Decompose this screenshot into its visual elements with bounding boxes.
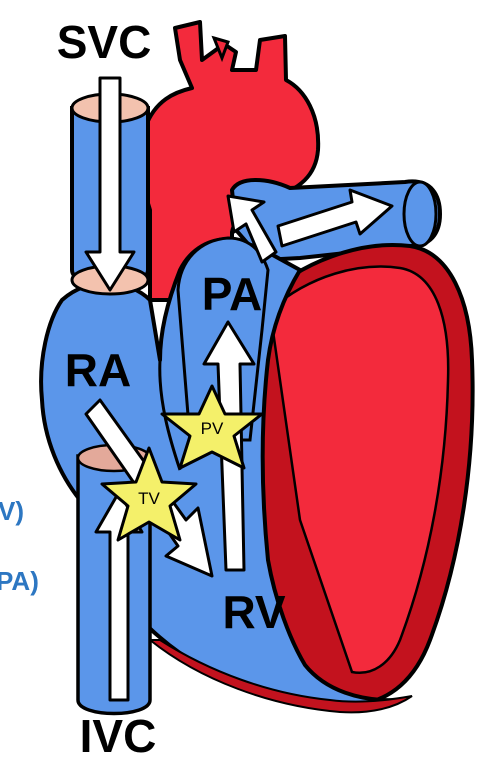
flow-arrow-icon xyxy=(276,188,394,248)
pv-label: PV xyxy=(201,419,224,438)
rv-label: RV xyxy=(222,586,285,638)
side-text-line-2: PA) xyxy=(0,566,39,596)
tricuspid-valve: TV xyxy=(100,446,198,542)
pa-label: PA xyxy=(202,268,263,320)
superior-vena-cava xyxy=(70,92,150,296)
ra-label: RA xyxy=(65,344,131,396)
svc-label: SVC xyxy=(57,16,152,68)
valve-star-icon xyxy=(160,384,264,470)
flow-arrow-icon xyxy=(226,194,278,264)
valve-star-icon xyxy=(100,446,198,542)
pulmonary-valve: PV xyxy=(160,384,264,470)
side-text-line-1: V) xyxy=(0,496,24,526)
ivc-label: IVC xyxy=(80,710,157,762)
tv-label: TV xyxy=(138,489,160,508)
flow-arrow-icon xyxy=(84,76,136,292)
